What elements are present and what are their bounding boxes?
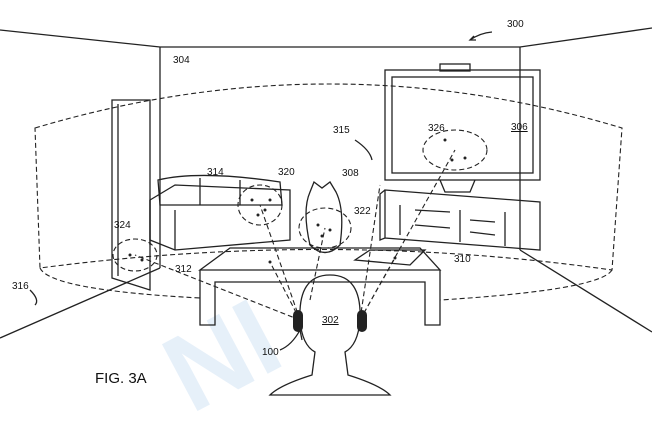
door: [111, 99, 151, 291]
toy: [298, 180, 352, 254]
arrow-300: [468, 31, 493, 41]
label-310: 310: [454, 254, 471, 265]
arrow-315: [354, 139, 373, 161]
door-region: [112, 238, 158, 272]
label-316: 316: [12, 281, 29, 292]
figure-caption: FIG. 3A: [95, 370, 147, 387]
tablet: [353, 249, 427, 266]
label-326: 326: [428, 123, 445, 134]
label-324: 324: [114, 220, 131, 231]
user-head: [268, 274, 392, 396]
sight-lines: [134, 149, 456, 321]
field-of-view-boundary: [34, 83, 623, 301]
display-device: [384, 63, 541, 193]
label-304: 304: [173, 55, 190, 66]
label-308: 308: [342, 168, 359, 179]
label-100: 100: [262, 347, 279, 358]
tv-console: [379, 189, 541, 251]
label-314: 314: [207, 167, 224, 178]
label-302: 302: [322, 315, 339, 326]
room-walls: [0, 27, 652, 339]
leader-100: [279, 329, 303, 351]
label-306: 306: [511, 122, 528, 133]
couch: [149, 174, 291, 251]
label-300: 300: [507, 19, 524, 30]
label-312: 312: [175, 264, 192, 275]
label-315: 315: [333, 125, 350, 136]
leader-316: [29, 289, 38, 306]
label-320: 320: [278, 167, 295, 178]
label-322: 322: [354, 206, 371, 217]
